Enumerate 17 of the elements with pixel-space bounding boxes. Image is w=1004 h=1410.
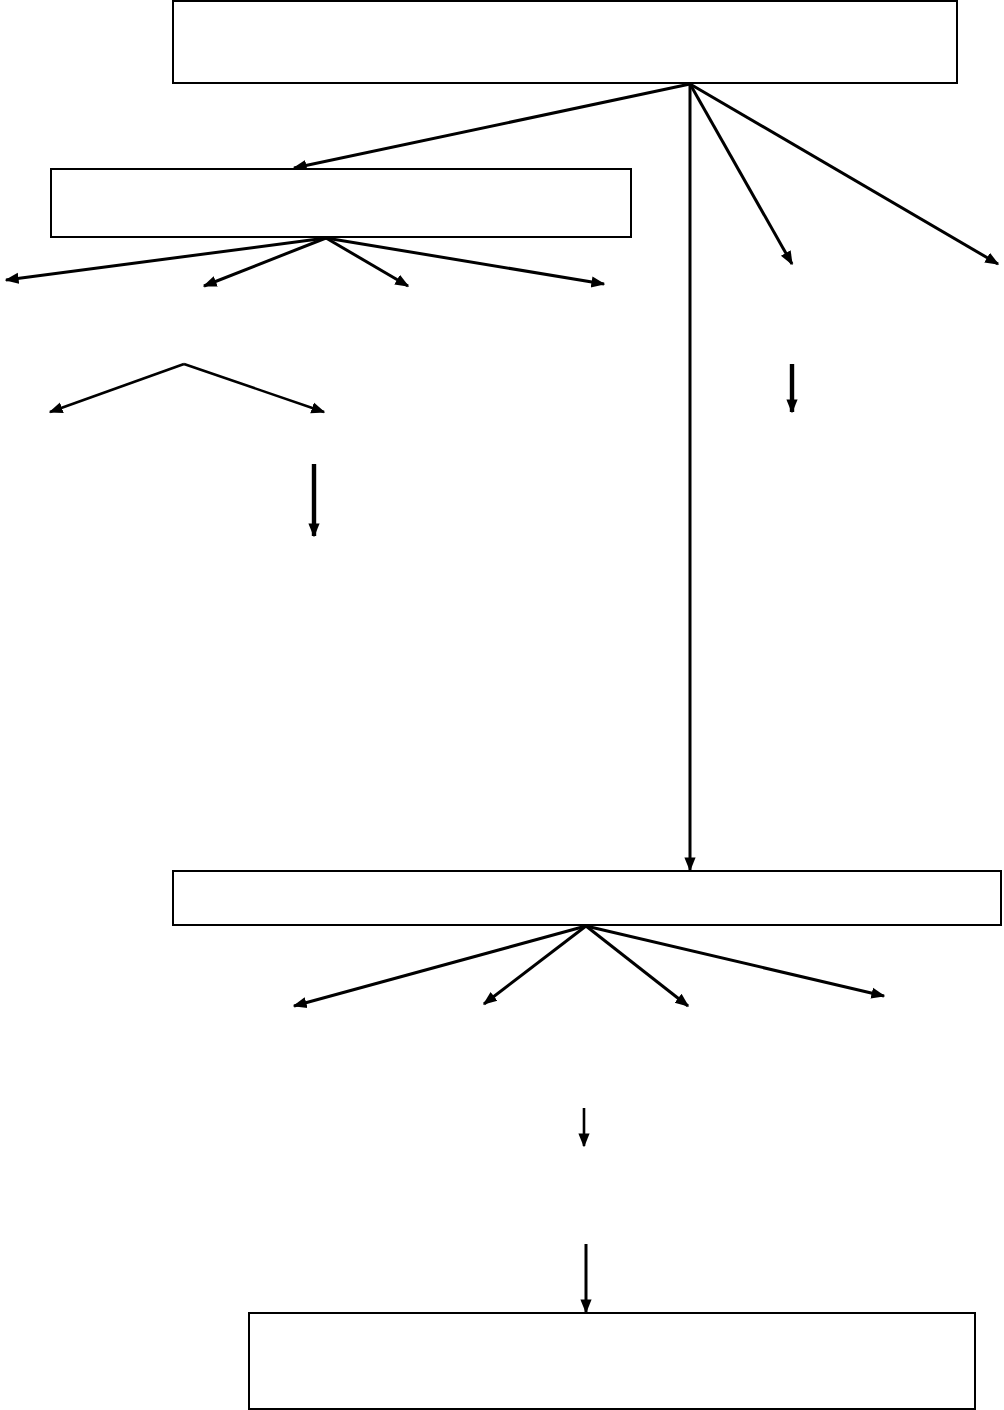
arrow [684, 84, 696, 872]
arrow [482, 924, 587, 1006]
process-box [50, 168, 632, 238]
arrow [688, 83, 794, 266]
process-box [172, 0, 958, 84]
arrow [292, 924, 587, 1009]
arrow [585, 924, 690, 1008]
arrow [585, 924, 886, 999]
arrow [202, 236, 327, 288]
arrow [325, 236, 410, 288]
arrow [4, 236, 327, 284]
arrow [580, 1244, 592, 1314]
arrow [325, 236, 606, 288]
arrow [292, 82, 691, 171]
process-box [172, 870, 1002, 926]
process-box [248, 1312, 976, 1410]
arrow [689, 82, 1000, 266]
